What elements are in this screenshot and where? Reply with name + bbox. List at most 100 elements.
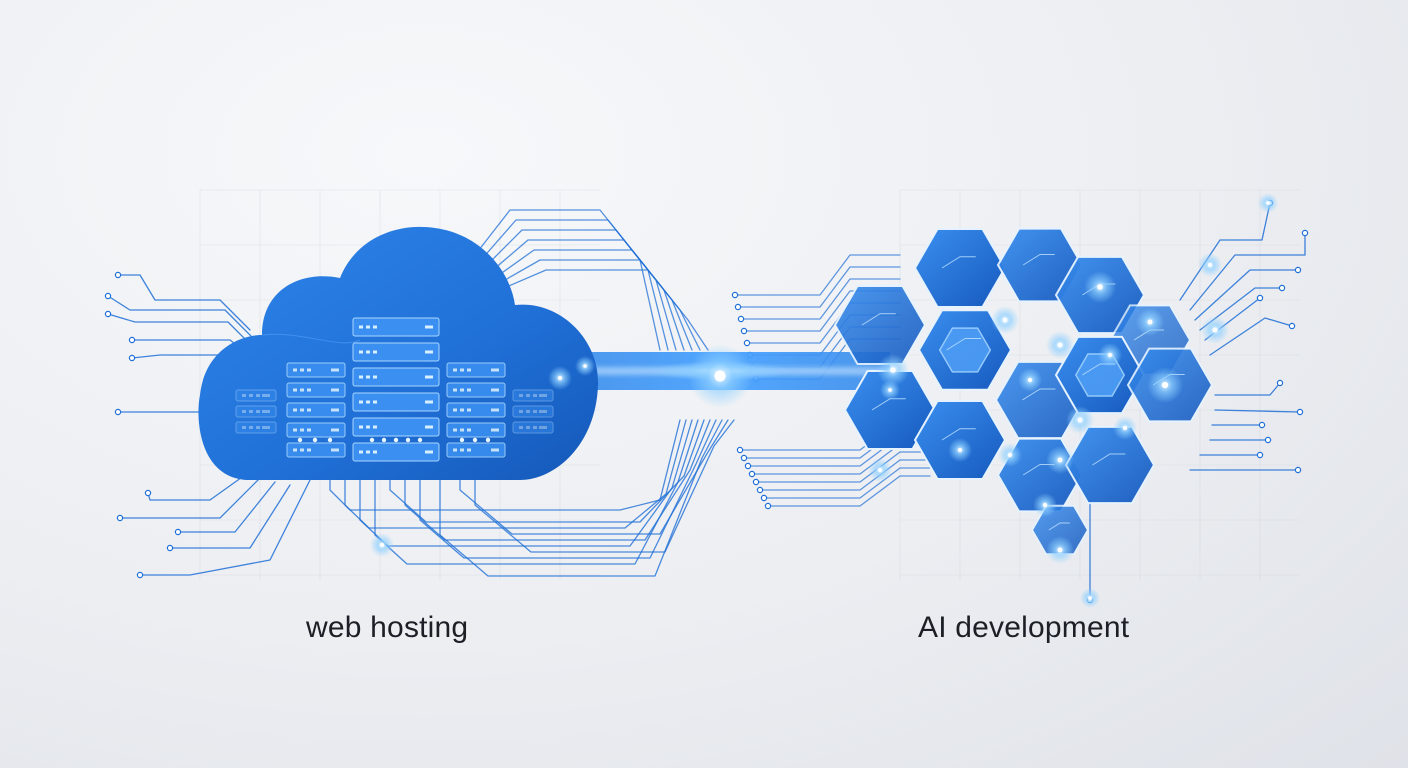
server-unit — [352, 367, 440, 387]
circuit-trace — [177, 481, 276, 533]
server-unit — [446, 362, 506, 378]
server-unit — [512, 421, 554, 434]
rack-port — [472, 437, 478, 443]
server-unit — [352, 417, 440, 437]
circuit-trace — [463, 249, 693, 351]
glow-core — [1057, 457, 1063, 463]
trace-terminal — [731, 291, 739, 299]
trace-terminal — [734, 303, 742, 311]
circuit-trace — [147, 469, 253, 501]
glow-core — [1027, 377, 1033, 383]
server-led — [526, 394, 530, 397]
trace-terminal — [128, 336, 136, 344]
circuit-trace — [740, 278, 901, 320]
server-led — [539, 426, 547, 429]
circuit-trace — [139, 479, 311, 576]
server-body — [286, 362, 346, 378]
trace-terminal — [1296, 408, 1304, 416]
glow-core — [877, 467, 883, 473]
server-led — [460, 428, 464, 432]
server-unit — [286, 402, 346, 418]
server-led — [366, 325, 370, 329]
rack-port — [327, 437, 333, 443]
server-body — [446, 362, 506, 378]
trace-terminal — [114, 408, 122, 416]
circuit-trace — [474, 419, 735, 553]
caption-ai-development: AI development — [918, 611, 1130, 644]
server-led — [307, 408, 311, 412]
glow-core — [1212, 327, 1218, 333]
server-body — [235, 421, 277, 434]
glow-core — [1057, 342, 1063, 348]
server-led — [359, 350, 363, 354]
glow-core — [1007, 452, 1013, 458]
circuit-trace — [755, 451, 931, 483]
server-body — [352, 317, 440, 337]
server-led — [519, 426, 523, 429]
server-led — [425, 450, 433, 454]
server-led — [256, 410, 260, 413]
trace-terminal — [740, 454, 748, 462]
server-led — [249, 410, 253, 413]
circuit-trace — [469, 259, 701, 351]
server-led — [331, 408, 339, 412]
server-led — [331, 388, 339, 392]
circuit-trace — [1214, 409, 1301, 413]
circuit-trace — [1194, 269, 1299, 321]
server-led — [366, 450, 370, 454]
trace-terminal — [116, 514, 124, 522]
server-led — [293, 368, 297, 372]
server-body — [446, 442, 506, 458]
circuit-trace — [439, 209, 661, 351]
server-unit — [286, 422, 346, 438]
glow-core — [1077, 417, 1083, 423]
server-body — [512, 389, 554, 402]
server-led — [331, 368, 339, 372]
server-body — [446, 382, 506, 398]
trace-terminal — [1294, 466, 1302, 474]
server-unit — [352, 442, 440, 462]
circuit-trace — [763, 467, 931, 499]
server-led — [359, 425, 363, 429]
circuit-trace — [419, 419, 717, 559]
circuit-trace — [389, 419, 705, 523]
server-unit — [286, 442, 346, 458]
server-body — [286, 382, 346, 398]
rack-port — [417, 437, 423, 443]
trace-terminal — [174, 528, 182, 536]
server-body — [235, 389, 277, 402]
circuit-trace — [344, 419, 687, 529]
rack-port — [381, 437, 387, 443]
server-led — [366, 425, 370, 429]
trace-terminal — [104, 292, 112, 300]
glow-core — [1097, 284, 1103, 290]
server-unit — [235, 405, 277, 418]
server-led — [453, 408, 457, 412]
rack-port — [297, 437, 303, 443]
rack-port — [393, 437, 399, 443]
glow-core — [379, 542, 385, 548]
circuit-trace — [475, 269, 709, 351]
trace-terminal — [748, 470, 756, 478]
glow-core — [1207, 262, 1213, 268]
server-led — [539, 410, 547, 413]
server-body — [352, 392, 440, 412]
hexagon-circuit — [941, 256, 976, 269]
hexagon-cell — [843, 370, 937, 450]
server-body — [286, 422, 346, 438]
server-led — [293, 428, 297, 432]
server-led — [331, 428, 339, 432]
circuit-trace — [439, 419, 723, 577]
server-led — [300, 448, 304, 452]
circuit-trace — [457, 239, 685, 351]
rack-port — [459, 437, 465, 443]
server-led — [467, 388, 471, 392]
server-led — [331, 448, 339, 452]
server-led — [256, 426, 260, 429]
glow-core — [1057, 547, 1063, 553]
server-led — [373, 425, 377, 429]
server-led — [300, 408, 304, 412]
server-led — [262, 426, 270, 429]
hexagon-circuit — [946, 338, 982, 351]
circuit-trace — [107, 313, 259, 353]
